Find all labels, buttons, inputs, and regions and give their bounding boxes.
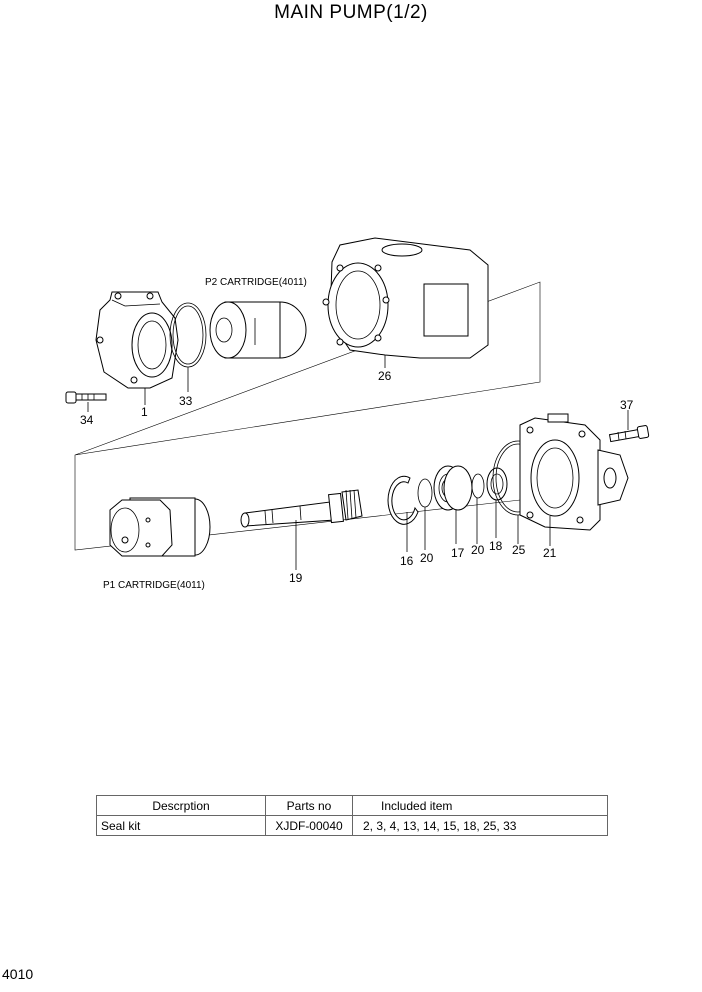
part-37-bolt (608, 425, 650, 443)
callout-18: 18 (489, 539, 503, 553)
part-16-snap-ring (387, 475, 419, 525)
callout-16: 16 (400, 554, 414, 568)
callout-34: 34 (80, 413, 94, 427)
callout-37: 37 (620, 398, 634, 412)
part-26-housing (322, 237, 489, 359)
part-18-shaft-seal (486, 467, 508, 501)
part-21-mounting-flange (519, 413, 629, 531)
page-number: 4010 (2, 966, 34, 982)
part-17-bearing (433, 465, 473, 511)
part-33-o-ring-inner (172, 305, 204, 365)
part-20-ring (417, 478, 433, 508)
part-20-ring-2 (471, 473, 485, 499)
header-description: Descrption (96, 795, 266, 816)
part-1-end-cover (95, 291, 179, 389)
caption-p1-cartridge: P1 CARTRIDGE(4011) (103, 580, 205, 591)
header-included-item: Included item (352, 795, 608, 816)
part-34-bolt (65, 391, 107, 404)
p1-cartridge (109, 497, 211, 557)
leader-lines (87, 355, 629, 570)
seal-kit-table: Descrption Parts no Included item Seal k… (96, 795, 608, 836)
p2-cartridge (209, 301, 307, 359)
callout-25: 25 (512, 543, 526, 557)
cell-parts-no: XJDF-00040 (265, 815, 353, 836)
callout-21: 21 (543, 546, 557, 560)
part-19-drive-shaft (240, 489, 363, 528)
caption-p2-cartridge: P2 CARTRIDGE(4011) (205, 277, 307, 288)
cell-included-item: 2, 3, 4, 13, 14, 15, 18, 25, 33 (352, 815, 608, 836)
callout-33: 33 (179, 394, 193, 408)
callout-20-b: 20 (471, 543, 485, 557)
callout-19: 19 (289, 571, 303, 585)
table-header-row: Descrption Parts no Included item (96, 795, 608, 816)
callout-26: 26 (378, 369, 392, 383)
table-row: Seal kit XJDF-00040 2, 3, 4, 13, 14, 15,… (96, 815, 608, 836)
callout-20: 20 (420, 551, 434, 565)
cell-description: Seal kit (96, 815, 266, 836)
header-parts-no: Parts no (265, 795, 353, 816)
page-title: MAIN PUMP(1/2) (274, 2, 428, 23)
callout-17: 17 (451, 546, 465, 560)
callout-1: 1 (141, 405, 148, 419)
